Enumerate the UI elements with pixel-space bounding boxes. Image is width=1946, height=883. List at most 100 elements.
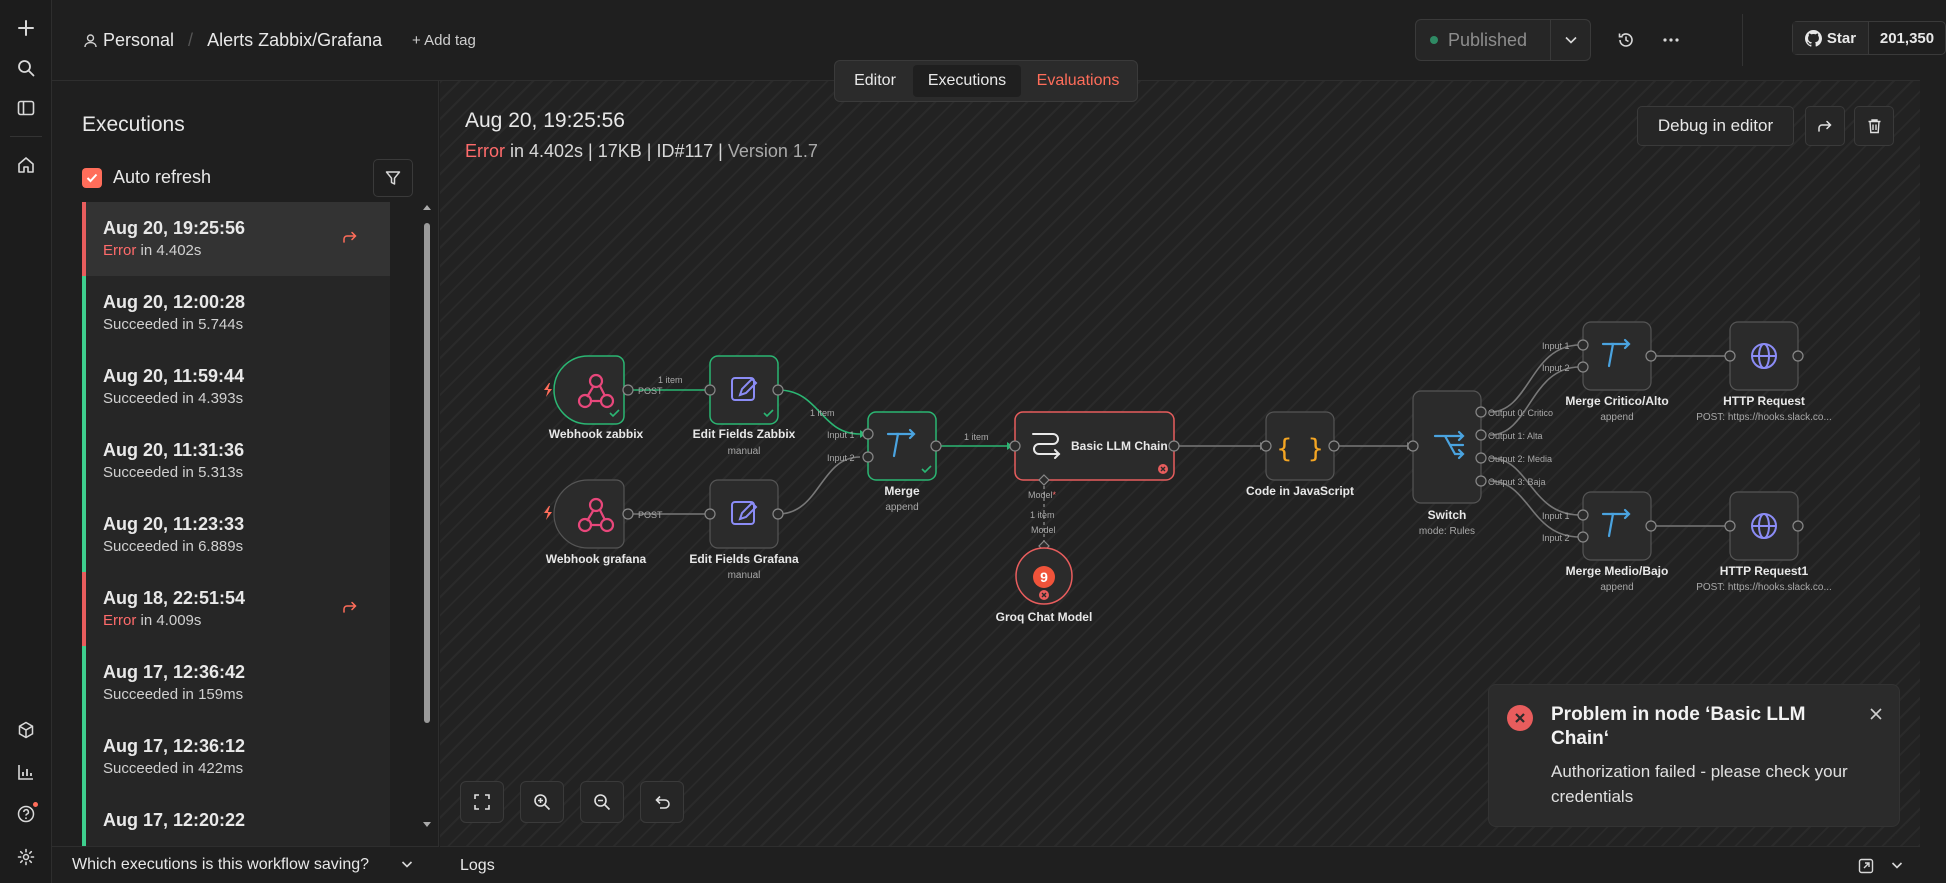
logs-panel-bar[interactable]: Logs (440, 846, 1920, 883)
retry-icon[interactable] (342, 600, 358, 619)
reset-zoom-button[interactable] (640, 781, 684, 823)
trigger-bolt-icon (544, 383, 552, 397)
auto-refresh-toggle[interactable]: Auto refresh (82, 167, 211, 188)
home-icon[interactable] (14, 153, 38, 177)
edge-label: 1 item (964, 432, 989, 442)
auto-refresh-checkbox[interactable] (82, 167, 102, 188)
execution-date: Aug 20, 19:25:56 (103, 218, 246, 238)
breadcrumb-separator: / (188, 30, 194, 50)
help-icon[interactable] (14, 802, 38, 826)
execution-date: Aug 20, 12:00:28 (103, 292, 246, 312)
connection (1489, 457, 1581, 516)
node-label: Basic LLM Chain (1071, 439, 1168, 453)
execution-row[interactable]: Aug 20, 11:59:44 Succeeded in 4.393s (82, 350, 390, 424)
execution-row[interactable]: Aug 18, 22:51:54 Error in 4.009s (82, 572, 390, 646)
node-label: Groq Chat Model (996, 610, 1093, 624)
node-groq-chat-model[interactable]: 9 Groq Chat Model (996, 540, 1093, 624)
history-icon[interactable] (1614, 28, 1638, 52)
user-icon (84, 33, 97, 47)
node-http-request[interactable]: HTTP Request POST: https://hooks.slack.c… (1696, 321, 1832, 423)
version-label: Version 1.7 (727, 141, 818, 161)
pop-out-icon[interactable] (1858, 858, 1874, 874)
node-label: Webhook zabbix (549, 427, 644, 441)
scroll-down-icon[interactable] (422, 820, 432, 830)
retry-execution-button[interactable] (1805, 106, 1845, 146)
publish-dropdown[interactable]: Published (1415, 19, 1591, 61)
node-basic-llm-chain[interactable]: Basic LLM Chain (1009, 411, 1180, 486)
execution-status: Succeeded in 5.313s (103, 464, 244, 481)
sidebar-title: Executions (82, 113, 185, 136)
owner-link[interactable]: Personal (103, 30, 175, 50)
edge-label: 1 item (1030, 510, 1055, 520)
retry-icon[interactable] (342, 230, 358, 249)
trigger-bolt-icon (544, 506, 552, 520)
chevron-down-icon[interactable] (400, 857, 414, 871)
node-label: HTTP Request (1723, 394, 1805, 408)
merge-icon (886, 428, 916, 458)
panel-toggle-icon[interactable] (14, 96, 38, 120)
node-merge[interactable]: Merge append (862, 411, 942, 513)
execution-status: Error in 4.402s (103, 242, 202, 259)
zoom-in-button[interactable] (520, 781, 564, 823)
workflow-name[interactable]: Alerts Zabbix/Grafana (207, 30, 383, 50)
node-webhook-zabbix[interactable]: Webhook zabbix (549, 355, 644, 441)
node-merge-medio-bajo[interactable]: Merge Medio/Bajo append (1566, 491, 1669, 593)
filter-button[interactable] (373, 159, 413, 197)
insights-icon[interactable] (14, 760, 38, 784)
execution-date: Aug 20, 11:23:33 (103, 514, 245, 534)
execution-row[interactable]: Aug 20, 12:00:28 Succeeded in 5.744s (82, 276, 390, 350)
github-star-widget[interactable]: Star 201,350 (1792, 21, 1946, 55)
chevron-down-icon[interactable] (1890, 858, 1904, 872)
node-edit-fields-zabbix[interactable]: Edit Fields Zabbix manual (693, 355, 796, 457)
execution-row[interactable]: Aug 20, 11:23:33 Succeeded in 6.889s (82, 498, 390, 572)
node-http-request1[interactable]: HTTP Request1 POST: https://hooks.slack.… (1696, 491, 1832, 593)
settings-gear-icon[interactable] (14, 845, 38, 869)
delete-execution-button[interactable] (1854, 106, 1894, 146)
check-icon (86, 173, 98, 182)
node-code-javascript[interactable]: { } Code in JavaScript (1246, 411, 1354, 498)
tab-executions[interactable]: Executions (913, 65, 1021, 97)
tab-editor[interactable]: Editor (854, 72, 896, 89)
edge-label: Output 0: Critico (1488, 408, 1553, 418)
execution-row[interactable]: Aug 20, 11:31:36 Succeeded in 5.313s (82, 424, 390, 498)
fit-view-button[interactable] (460, 781, 504, 823)
close-icon[interactable] (1869, 707, 1883, 726)
scroll-up-icon[interactable] (422, 202, 432, 212)
node-merge-critico-alto[interactable]: Merge Critico/Alto append (1565, 321, 1669, 423)
more-options-icon[interactable] (1659, 28, 1683, 52)
topbar-divider (1742, 14, 1743, 66)
execution-status: Succeeded in 159ms (103, 686, 244, 703)
rail-divider (10, 136, 42, 137)
search-icon[interactable] (14, 56, 38, 80)
node-webhook-grafana[interactable]: Webhook grafana (546, 479, 647, 566)
list-scrollbar[interactable] (422, 202, 432, 832)
connection (1489, 480, 1581, 538)
github-star-label: Star (1826, 29, 1857, 47)
publish-status[interactable]: Published (1416, 20, 1550, 60)
add-tag-button[interactable]: + Add tag (412, 32, 476, 49)
github-star-button[interactable]: Star (1793, 22, 1869, 54)
zoom-out-button[interactable] (580, 781, 624, 823)
edge-label: Input 1 (827, 430, 855, 440)
debug-in-editor-button[interactable]: Debug in editor (1637, 106, 1794, 146)
scrollbar-thumb[interactable] (424, 223, 430, 723)
execution-row[interactable]: Aug 17, 12:36:42 Succeeded in 159ms (82, 646, 390, 720)
node-edit-fields-grafana[interactable]: Edit Fields Grafana manual (689, 479, 799, 581)
edge-label: 1 item (810, 408, 835, 418)
globe-icon (1751, 343, 1777, 369)
chevron-down-icon[interactable] (1550, 20, 1590, 60)
node-subtitle: manual (728, 446, 761, 457)
execution-row[interactable]: Aug 17, 12:36:12 Succeeded in 422ms (82, 720, 390, 794)
node-subtitle: append (1600, 582, 1633, 593)
execution-date: Aug 17, 12:36:12 (103, 736, 246, 756)
logs-label: Logs (460, 857, 495, 874)
tab-evaluations[interactable]: Evaluations (1036, 72, 1120, 89)
execution-row[interactable]: Aug 20, 19:25:56 Error in 4.402s (82, 202, 390, 276)
edge-label: Input 1 (1542, 511, 1570, 521)
node-switch[interactable]: Switch mode: Rules (1407, 390, 1487, 537)
saving-settings-toggle[interactable]: Which executions is this workflow saving… (52, 846, 439, 883)
error-circle-icon (1507, 705, 1533, 731)
templates-icon[interactable] (14, 718, 38, 742)
add-icon[interactable] (14, 16, 38, 40)
